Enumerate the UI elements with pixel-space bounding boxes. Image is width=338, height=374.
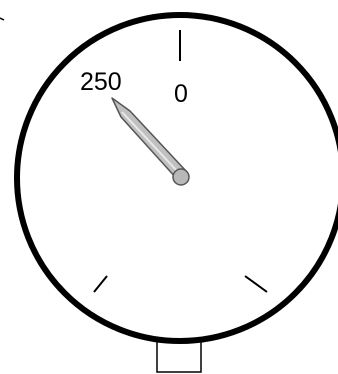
label-zero: 0 — [174, 80, 188, 108]
corner-mark — [0, 18, 4, 20]
needle-pivot — [173, 169, 189, 185]
label-250: 250 — [80, 68, 122, 96]
